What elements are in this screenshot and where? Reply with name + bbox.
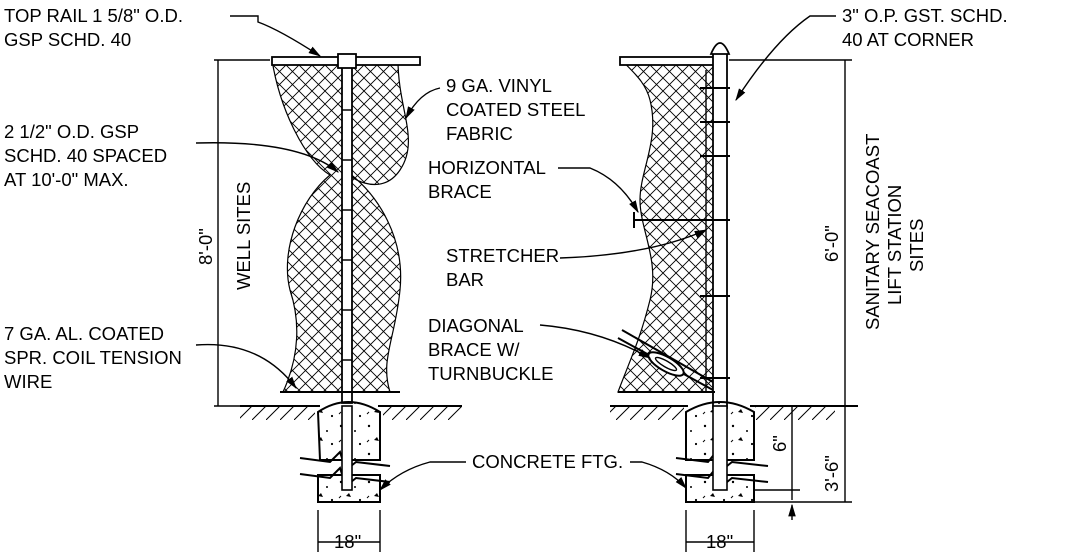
right-chain-link-fabric bbox=[617, 59, 716, 393]
svg-text:SCHD. 40 SPACED: SCHD. 40 SPACED bbox=[4, 145, 167, 166]
svg-text:40 AT CORNER: 40 AT CORNER bbox=[842, 29, 974, 50]
callout-horizontal-brace: HORIZONTAL BRACE bbox=[428, 157, 546, 202]
right-stretcher-bands bbox=[700, 87, 730, 379]
right-top-rail bbox=[619, 56, 721, 66]
svg-text:9 GA. VINYL: 9 GA. VINYL bbox=[446, 75, 552, 96]
dim-right-label-3: SITES bbox=[906, 219, 927, 272]
right-corner-post bbox=[712, 51, 728, 409]
dim-footing-width-right: 18" bbox=[706, 531, 733, 552]
callout-diagonal-brace: DIAGONAL BRACE W/ TURNBUCKLE bbox=[428, 315, 553, 384]
right-diagonal-brace bbox=[617, 329, 714, 391]
callout-tension-wire: 7 GA. AL. COATED SPR. COIL TENSION WIRE bbox=[4, 323, 182, 392]
left-ground-hatch-b bbox=[383, 406, 462, 420]
callout-top-rail: TOP RAIL 1 5/8" O.D. GSP SCHD. 40 bbox=[4, 5, 183, 50]
dim-right-label-2: LIFT STATION bbox=[884, 185, 905, 305]
dim-footing-width-left: 18" bbox=[334, 531, 361, 552]
right-elevation bbox=[610, 42, 858, 552]
left-fabric-ties bbox=[342, 109, 352, 361]
svg-text:DIAGONAL: DIAGONAL bbox=[428, 315, 524, 336]
left-ground-hatch-a bbox=[240, 406, 315, 420]
svg-text:AT 10'-0" MAX.: AT 10'-0" MAX. bbox=[4, 169, 129, 190]
dim-left-height: 8'-0" bbox=[195, 228, 216, 265]
svg-text:TOP RAIL 1 5/8" O.D.: TOP RAIL 1 5/8" O.D. bbox=[4, 5, 183, 26]
leader-lines bbox=[195, 15, 836, 491]
callout-stretcher-bar: STRETCHER BAR bbox=[446, 245, 559, 290]
dim-footing-depth: 3'-6" bbox=[821, 455, 842, 492]
svg-text:STRETCHER: STRETCHER bbox=[446, 245, 559, 266]
svg-text:COATED STEEL: COATED STEEL bbox=[446, 99, 585, 120]
dim-embed: 6" bbox=[769, 435, 790, 452]
callout-fabric: 9 GA. VINYL COATED STEEL FABRIC bbox=[446, 75, 585, 144]
svg-text:TURNBUCKLE: TURNBUCKLE bbox=[428, 363, 553, 384]
svg-text:7 GA. AL. COATED: 7 GA. AL. COATED bbox=[4, 323, 164, 344]
dim-left-label: WELL SITES bbox=[233, 182, 254, 290]
svg-text:3" O.P. GST. SCHD.: 3" O.P. GST. SCHD. bbox=[842, 5, 1008, 26]
svg-text:BRACE: BRACE bbox=[428, 181, 492, 202]
dim-right-label-1: SANITARY SEACOAST bbox=[862, 134, 883, 330]
svg-text:GSP SCHD. 40: GSP SCHD. 40 bbox=[4, 29, 131, 50]
callout-concrete-footing: CONCRETE FTG. bbox=[472, 451, 623, 472]
svg-text:BRACE W/: BRACE W/ bbox=[428, 339, 520, 360]
callout-corner-post: 3" O.P. GST. SCHD. 40 AT CORNER bbox=[842, 5, 1008, 50]
svg-text:WIRE: WIRE bbox=[4, 371, 52, 392]
dim-right-height: 6'-0" bbox=[821, 225, 842, 262]
svg-text:HORIZONTAL: HORIZONTAL bbox=[428, 157, 546, 178]
left-elevation bbox=[214, 53, 462, 552]
svg-text:FABRIC: FABRIC bbox=[446, 123, 513, 144]
svg-text:SPR. COIL TENSION: SPR. COIL TENSION bbox=[4, 347, 182, 368]
left-chain-link-fabric bbox=[271, 59, 409, 393]
svg-text:BAR: BAR bbox=[446, 269, 484, 290]
right-post-dome-cap bbox=[709, 42, 731, 55]
left-post-cap bbox=[337, 53, 357, 69]
callout-line-post: 2 1/2" O.D. GSP SCHD. 40 SPACED AT 10'-0… bbox=[4, 121, 167, 190]
svg-text:2 1/2" O.D. GSP: 2 1/2" O.D. GSP bbox=[4, 121, 139, 142]
